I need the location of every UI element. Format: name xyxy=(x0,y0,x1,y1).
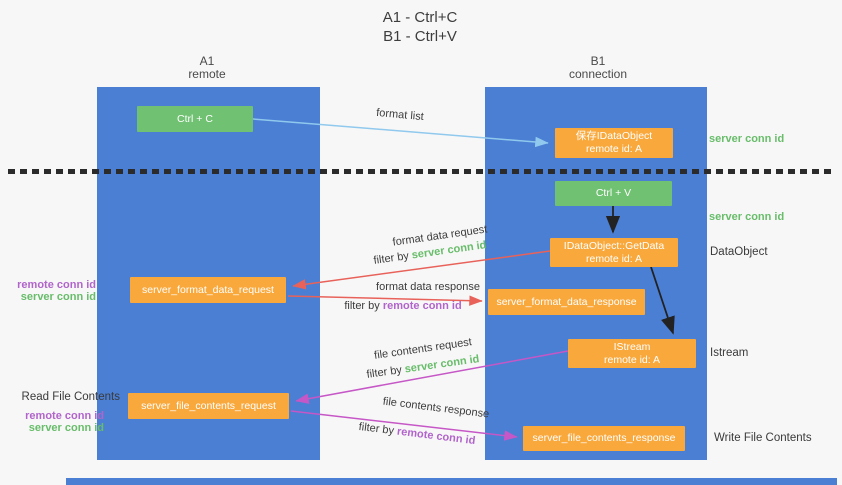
node-istream-line1: IStream xyxy=(613,340,651,353)
title-line-1: A1 - Ctrl+C xyxy=(382,9,458,26)
node-format-response-label: server_format_data_response xyxy=(496,295,637,308)
node-server-file-contents-request: server_file_contents_request xyxy=(128,393,289,419)
column-a1-subtitle: remote xyxy=(188,67,226,81)
column-a1-name: A1 xyxy=(199,54,215,68)
bottom-blue-strip xyxy=(66,478,837,485)
remote-conn-id-text: remote conn id xyxy=(382,300,462,312)
column-header-a1: A1 remote xyxy=(137,55,277,81)
label-istream: Istream xyxy=(710,347,749,359)
label-dataobject: DataObject xyxy=(710,246,768,258)
edge-label-filter-remote-2: filter by remote conn id xyxy=(332,418,502,451)
diagram-title: A1 - Ctrl+C B1 - Ctrl+V xyxy=(300,8,540,46)
column-b1-name: B1 xyxy=(590,54,606,68)
node-ctrl-v-label: Ctrl + V xyxy=(595,187,632,199)
label-server-conn-id-mid: server conn id xyxy=(709,211,785,223)
node-getdata-line1: IDataObject::GetData xyxy=(563,239,665,252)
remote-conn-id-text: remote conn id xyxy=(396,425,476,448)
filter-by-text: filter by xyxy=(365,364,403,381)
node-server-file-contents-response: server_file_contents_response xyxy=(523,426,685,451)
edge-label-filter-remote-1: filter by remote conn id xyxy=(318,300,488,312)
title-line-2: B1 - Ctrl+V xyxy=(383,28,457,45)
node-file-response-label: server_file_contents_response xyxy=(532,432,676,444)
node-ctrl-c: Ctrl + C xyxy=(137,106,253,132)
label-server-conn-id-file: server conn id xyxy=(28,422,104,434)
session-divider-dotted-line xyxy=(8,169,836,174)
server-conn-id-text: server conn id xyxy=(403,353,481,376)
column-b1-subtitle: connection xyxy=(568,67,628,81)
label-server-conn-id-format: server conn id xyxy=(20,291,96,303)
node-idataobject-getdata: IDataObject::GetData remote id: A xyxy=(550,238,678,267)
label-server-conn-id-top: server conn id xyxy=(709,133,785,145)
node-file-request-label: server_file_contents_request xyxy=(141,399,276,412)
filter-by-text: filter by xyxy=(358,420,395,438)
edge-label-format-data-response: format data response xyxy=(376,281,480,293)
label-remote-conn-id-file: remote conn id xyxy=(25,410,104,422)
column-header-b1: B1 connection xyxy=(528,55,668,81)
node-istream-line2: remote id: A xyxy=(603,353,661,366)
node-save-line2: remote id: A xyxy=(585,143,643,155)
node-getdata-line2: remote id: A xyxy=(585,252,643,265)
node-ctrl-v: Ctrl + V xyxy=(555,181,672,206)
label-group-file: remote conn id server conn id xyxy=(0,410,104,434)
node-server-format-data-response: server_format_data_response xyxy=(488,289,645,315)
node-format-request-label: server_format_data_request xyxy=(142,283,274,296)
label-remote-conn-id-format: remote conn id xyxy=(17,279,96,291)
node-ctrl-c-label: Ctrl + C xyxy=(177,112,213,125)
filter-by-text: filter by xyxy=(344,300,380,312)
node-save-idataobject: 保存IDataObject remote id: A xyxy=(555,128,673,158)
edge-label-format-list: format list xyxy=(375,106,425,124)
node-save-line1: 保存IDataObject xyxy=(575,130,653,142)
label-read-file-contents: Read File Contents xyxy=(21,391,120,403)
filter-by-text: filter by xyxy=(372,250,410,267)
node-istream: IStream remote id: A xyxy=(568,339,696,368)
node-server-format-data-request: server_format_data_request xyxy=(130,277,286,303)
label-write-file-contents: Write File Contents xyxy=(714,432,812,444)
label-group-format: remote conn id server conn id xyxy=(0,279,96,303)
